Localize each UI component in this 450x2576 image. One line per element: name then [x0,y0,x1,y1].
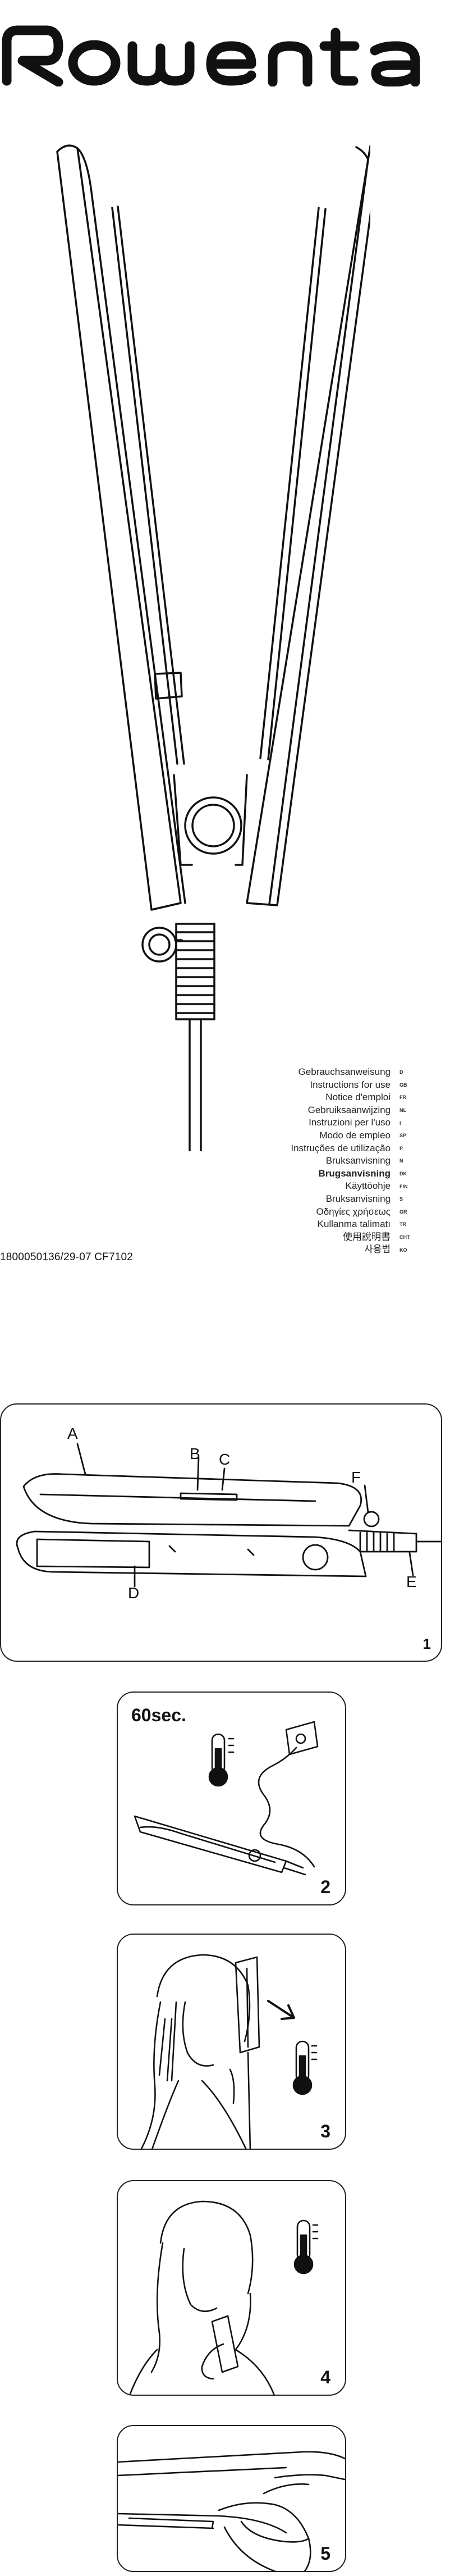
figure-4-styling: 4 [117,2180,346,2396]
timer-label: 60sec. [131,1705,186,1725]
label-d: D [128,1584,140,1602]
straightener-parts-drawing [16,1443,441,1588]
step-number: 4 [320,2367,330,2387]
step-number: 5 [320,2543,330,2564]
label-e: E [406,1573,417,1590]
figure-2-heat-up: 60sec. 2 [117,1692,346,1905]
figure-5-cleaning: 5 [117,2425,346,2572]
label-a: A [67,1425,78,1442]
step-number: 2 [320,1877,330,1897]
plug-in-drawing [134,1721,319,1876]
cleaning-drawing [118,2451,345,2571]
brand-logo [2,25,420,86]
figure-3-straightening: 3 [117,1934,346,2150]
styling-drawing [129,2200,319,2395]
label-b: B [190,1445,200,1462]
straightening-drawing [140,1954,318,2149]
product-illustration [56,144,370,1151]
label-c: C [219,1451,231,1468]
label-f: F [351,1469,361,1486]
step-number: 1 [423,1635,431,1652]
document-code: 1800050136/29-07 CF7102 [0,1251,134,1263]
figure-1-parts: A B C F E D 1 [0,1403,442,1662]
step-number: 3 [320,2121,330,2141]
